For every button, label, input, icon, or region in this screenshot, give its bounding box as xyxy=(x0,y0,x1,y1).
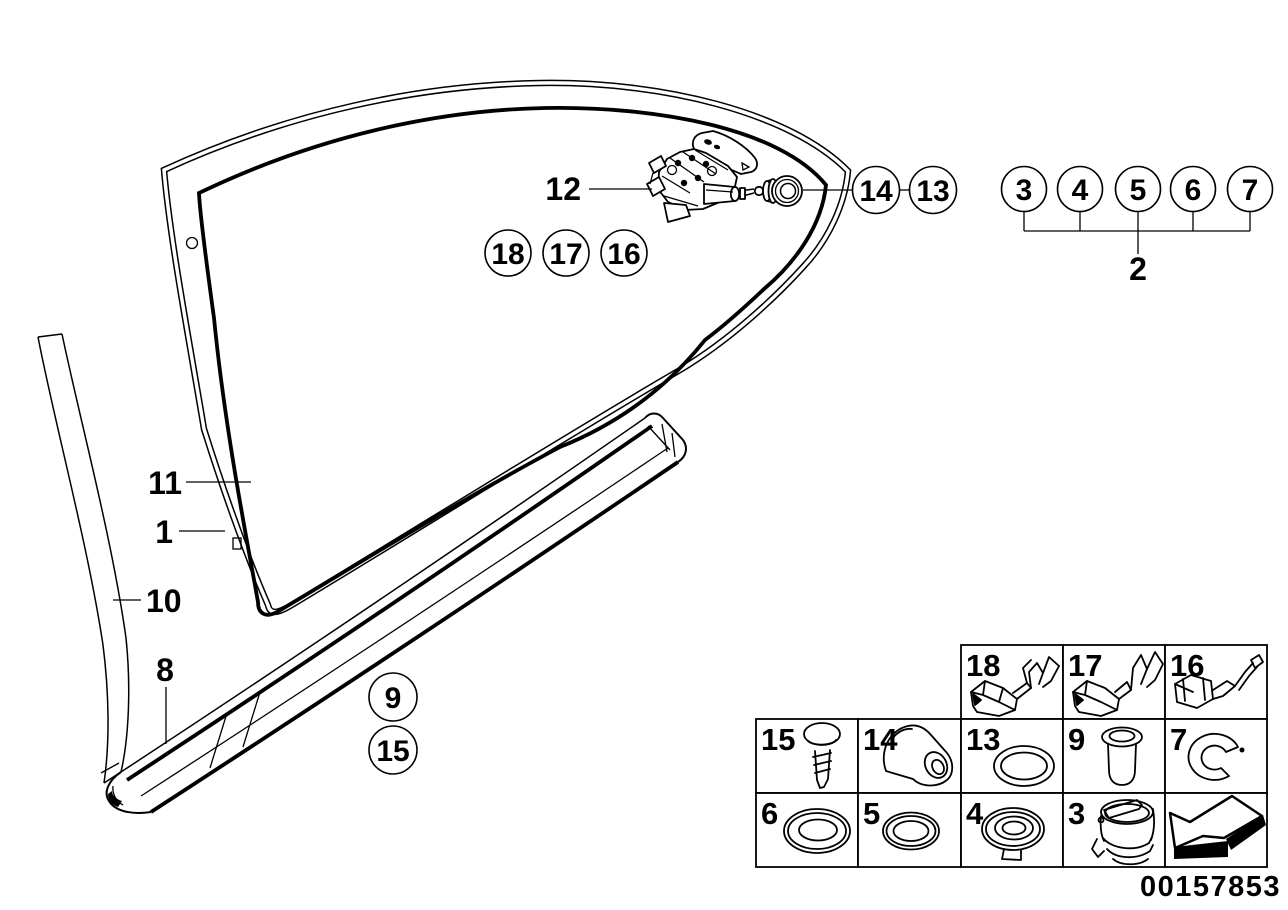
leader-lines xyxy=(113,188,910,744)
terminal-icon xyxy=(970,656,1060,717)
table-cell-17[interactable]: 17 xyxy=(1062,644,1166,720)
table-cell-3[interactable]: 3 xyxy=(1062,792,1166,868)
table-cell-16[interactable]: 16 xyxy=(1164,644,1268,720)
svg-text:6: 6 xyxy=(761,796,778,831)
pin-ball xyxy=(753,185,765,197)
svg-text:4: 4 xyxy=(1072,174,1089,207)
callout-15[interactable]: 15 xyxy=(368,725,418,775)
callout-7[interactable]: 7 xyxy=(1226,165,1274,213)
gasket-ring-icon xyxy=(783,808,851,854)
stepped-grommet-icon xyxy=(981,807,1045,861)
expanding-plug-icon xyxy=(1091,799,1155,866)
svg-text:7: 7 xyxy=(1242,174,1259,207)
table-cell-arrow[interactable] xyxy=(1164,792,1268,868)
svg-text:5: 5 xyxy=(863,796,880,831)
table-cell-13[interactable]: 13 xyxy=(960,718,1064,794)
svg-text:18: 18 xyxy=(966,648,1000,683)
table-cell-15[interactable]: 15 xyxy=(755,718,859,794)
part-number: 00157853 xyxy=(1140,871,1281,903)
table-cell-7[interactable]: 7 xyxy=(1164,718,1268,794)
strip-divider xyxy=(209,712,228,769)
svg-text:16: 16 xyxy=(607,238,640,271)
shaft-channel-strip xyxy=(105,412,687,814)
svg-text:15: 15 xyxy=(761,722,795,757)
sealing-grommet xyxy=(762,175,803,207)
sleeve-grommet-icon xyxy=(1101,726,1143,786)
callout-6[interactable]: 6 xyxy=(1169,165,1217,213)
strip-divider xyxy=(242,691,261,748)
svg-text:9: 9 xyxy=(385,682,402,715)
glass-edge-notch xyxy=(232,537,242,550)
callout-16[interactable]: 16 xyxy=(600,229,648,277)
svg-text:13: 13 xyxy=(966,722,1000,757)
svg-text:6: 6 xyxy=(1185,174,1202,207)
label-11: 11 xyxy=(148,465,182,501)
table-cell-9[interactable]: 9 xyxy=(1062,718,1166,794)
quarter-window-glass xyxy=(160,79,852,617)
svg-text:14: 14 xyxy=(859,175,893,208)
svg-text:3: 3 xyxy=(1016,174,1033,207)
table-cell-4[interactable]: 4 xyxy=(960,792,1064,868)
expanding-rivet-icon xyxy=(803,722,841,789)
callout-18[interactable]: 18 xyxy=(484,229,532,277)
svg-text:13: 13 xyxy=(916,175,949,208)
label-group-2: 2 xyxy=(1129,251,1147,287)
svg-text:15: 15 xyxy=(376,735,409,768)
callout-3[interactable]: 3 xyxy=(1000,165,1048,213)
table-cell-6[interactable]: 6 xyxy=(755,792,859,868)
table-cell-5[interactable]: 5 xyxy=(857,792,962,868)
glass-mount-hole xyxy=(185,236,199,250)
label-10: 10 xyxy=(146,583,182,619)
lock-cylinder-assembly xyxy=(646,130,803,223)
strip-left-tip xyxy=(108,791,122,807)
terminal-icon xyxy=(1174,654,1264,709)
svg-text:14: 14 xyxy=(863,722,898,757)
callout-14[interactable]: 14 xyxy=(851,165,901,215)
continuation-arrow-icon xyxy=(1168,794,1266,859)
svg-text:3: 3 xyxy=(1068,796,1085,831)
svg-text:4: 4 xyxy=(966,796,984,831)
callout-4[interactable]: 4 xyxy=(1056,165,1104,213)
strip-left-cap xyxy=(105,771,152,814)
callout-13[interactable]: 13 xyxy=(908,165,958,215)
table-cell-14[interactable]: 14 xyxy=(857,718,962,794)
cone-cap-icon xyxy=(882,724,954,787)
svg-text:5: 5 xyxy=(1130,174,1147,207)
callout-17[interactable]: 17 xyxy=(542,229,590,277)
strip-right-cap xyxy=(644,412,687,463)
svg-text:7: 7 xyxy=(1170,722,1187,757)
label-12: 12 xyxy=(545,171,581,207)
seal-ring-icon xyxy=(882,811,940,851)
svg-text:9: 9 xyxy=(1068,722,1085,757)
parts-table: 18 17 16 xyxy=(755,644,1268,868)
window-glass-edge xyxy=(197,105,828,617)
c-clip-icon xyxy=(1187,732,1245,781)
svg-text:17: 17 xyxy=(549,238,582,271)
callout-5[interactable]: 5 xyxy=(1114,165,1162,213)
left-guide-strip xyxy=(37,333,130,784)
callout-9[interactable]: 9 xyxy=(368,672,418,722)
svg-text:18: 18 xyxy=(491,238,524,271)
group-bracket-2: 2 xyxy=(1023,211,1251,287)
label-1: 1 xyxy=(155,514,173,550)
label-8: 8 xyxy=(156,652,174,688)
svg-text:17: 17 xyxy=(1068,648,1102,683)
o-ring-icon xyxy=(993,745,1055,787)
terminal-icon xyxy=(1072,651,1164,717)
table-cell-18[interactable]: 18 xyxy=(960,644,1064,720)
